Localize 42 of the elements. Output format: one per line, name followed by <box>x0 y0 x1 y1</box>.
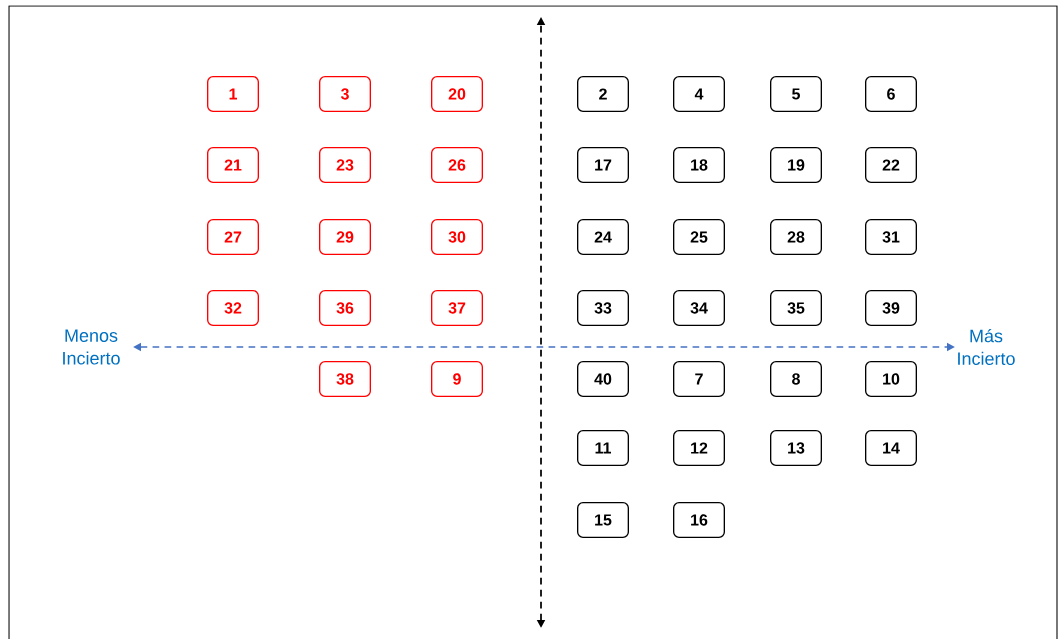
number-box: 40 <box>577 361 629 397</box>
number-box: 28 <box>770 219 822 255</box>
number-box: 4 <box>673 76 725 112</box>
number-box: 6 <box>865 76 917 112</box>
number-box: 31 <box>865 219 917 255</box>
number-box: 27 <box>207 219 259 255</box>
number-box: 35 <box>770 290 822 326</box>
number-box: 10 <box>865 361 917 397</box>
number-box: 1 <box>207 76 259 112</box>
number-box: 34 <box>673 290 725 326</box>
number-box: 14 <box>865 430 917 466</box>
number-box: 16 <box>673 502 725 538</box>
number-box: 7 <box>673 361 725 397</box>
number-box: 19 <box>770 147 822 183</box>
number-box: 9 <box>431 361 483 397</box>
number-box: 26 <box>431 147 483 183</box>
number-box: 36 <box>319 290 371 326</box>
number-box: 33 <box>577 290 629 326</box>
number-box: 12 <box>673 430 725 466</box>
axis-label: Más Incierto <box>958 328 1015 366</box>
number-box: 24 <box>577 219 629 255</box>
number-box: 25 <box>673 219 725 255</box>
number-box: 5 <box>770 76 822 112</box>
number-box: 8 <box>770 361 822 397</box>
number-box: 37 <box>431 290 483 326</box>
number-box: 23 <box>319 147 371 183</box>
number-box: 2 <box>577 76 629 112</box>
number-box: 38 <box>319 361 371 397</box>
number-box: 22 <box>865 147 917 183</box>
number-box: 13 <box>770 430 822 466</box>
number-box: 11 <box>577 430 629 466</box>
axis-label: Menos Incierto <box>63 329 120 365</box>
number-box: 15 <box>577 502 629 538</box>
number-box: 39 <box>865 290 917 326</box>
number-box: 17 <box>577 147 629 183</box>
number-box: 3 <box>319 76 371 112</box>
number-box: 30 <box>431 219 483 255</box>
number-box: 21 <box>207 147 259 183</box>
number-box: 29 <box>319 219 371 255</box>
number-box: 20 <box>431 76 483 112</box>
number-box: 32 <box>207 290 259 326</box>
number-box: 18 <box>673 147 725 183</box>
